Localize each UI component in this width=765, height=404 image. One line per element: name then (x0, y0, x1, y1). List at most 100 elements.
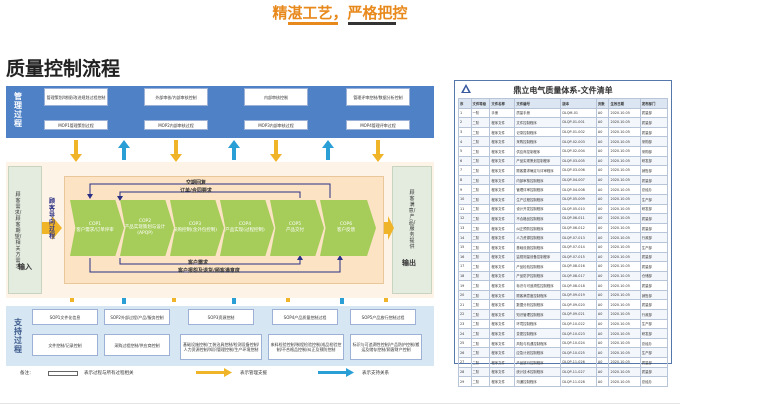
table-cell: 程序文件 (489, 174, 516, 186)
tagline-underline-orange (288, 22, 338, 25)
table-cell: DLQP-05-010 (560, 203, 597, 215)
table-cell: 程序文件 (489, 193, 516, 205)
table-cell: 采购控制程序 (514, 136, 562, 147)
legend-blue-arrow-shaft (318, 371, 346, 374)
table-cell: A0 (595, 328, 610, 339)
bottom-flow-line-2 (89, 258, 341, 273)
table-cell: 3 (458, 126, 472, 138)
table-cell: 2020.10.05 (608, 145, 641, 157)
table-cell: 7 (458, 165, 472, 176)
table-cell: 程序文件 (489, 299, 516, 311)
table-cell: A0 (595, 318, 610, 330)
table-cell: 手册 (489, 107, 516, 119)
table-cell: A0 (595, 337, 610, 349)
table-cell: 24 (458, 328, 472, 339)
table-cell: 销售部 (639, 289, 669, 301)
table-cell: 二阶 (470, 261, 491, 272)
table-cell: 程序文件 (489, 270, 516, 282)
table-cell: A0 (595, 241, 610, 253)
management-bottom-box-4: MOP4管理评审过程 (346, 120, 410, 130)
table-cell: 2020.10.05 (608, 222, 641, 234)
table-cell: 程序文件 (489, 165, 516, 176)
blue-arrow-shaft (122, 146, 126, 160)
table-cell: 变更控制程序 (514, 328, 562, 339)
table-cell: A0 (595, 347, 610, 359)
yellow-arrow-shaft (274, 140, 278, 154)
management-top-box-2: 外部审核/内部审核控制 (144, 88, 208, 106)
table-cell: 数据分析控制程序 (514, 299, 562, 311)
table-cell: 质量部 (639, 366, 669, 378)
table-cell: 采购部 (639, 136, 669, 147)
table-cell: DLQP-10-024 (560, 337, 597, 349)
legend-item-2: 表示管理支援 (240, 371, 267, 376)
table-cell: 总经办 (639, 184, 669, 195)
table-cell: 2020.10.05 (608, 376, 641, 387)
flow-label-customer-demand: 客户需求 (188, 260, 209, 266)
input-description: 顾客需求/顾客期望/相关方需求 (14, 192, 22, 270)
table-cell: 记录控制程序 (514, 126, 562, 138)
table-cell: 环境控制程序 (514, 318, 562, 330)
table-cell: 2020.10.05 (608, 299, 641, 311)
table-cell: 27 (458, 357, 472, 368)
support-bottom-box-5: 标识与可追溯性控制/产品防护控制/搬运及储存控制/顾客财产控制 (350, 334, 422, 360)
table-cell: 仓储部 (639, 270, 669, 282)
table-cell: 质量部 (639, 299, 669, 311)
table-cell: 程序文件 (489, 203, 516, 215)
flow-arrowhead (117, 196, 123, 201)
table-cell: 20 (458, 289, 472, 301)
table-cell: 不合格品控制程序 (514, 213, 562, 224)
table-cell: 总经办 (639, 376, 669, 387)
table-cell: DLQP-08-018 (560, 280, 597, 291)
table-cell: 2020.10.05 (608, 347, 641, 359)
table-cell: 产品实现策划控制程序 (514, 155, 562, 167)
table-cell: 5 (458, 145, 472, 157)
table-cell: 产品防护控制程序 (514, 270, 562, 282)
support-label: 支持过程 (14, 318, 22, 354)
table-cell: 28 (458, 366, 472, 378)
table-cell: 二阶 (470, 328, 491, 339)
table-cell: 研发部 (639, 203, 669, 215)
flow-lines (87, 183, 343, 273)
legend-item-1: 表示过程与所有过程相关 (84, 371, 134, 376)
input-panel (8, 166, 42, 294)
table-cell: A0 (595, 126, 610, 138)
table-cell: 程序文件 (489, 261, 516, 272)
table-cell: A0 (595, 155, 610, 167)
table-cell: 二阶 (470, 213, 491, 224)
management-top-box-1: 管理策划/增规/改进规划过程控制 (44, 88, 108, 106)
table-cell: A0 (595, 107, 610, 119)
table-cell: A0 (595, 232, 610, 243)
table-cell: 沟通控制程序 (514, 376, 562, 387)
yellow-arrow-head (170, 154, 182, 162)
table-cell: 8 (458, 174, 472, 186)
management-bottom-box-3: MOP3内部审核过程 (244, 120, 308, 130)
table-cell: 2020.10.05 (608, 155, 641, 167)
table-cell: 2020.10.05 (608, 184, 641, 195)
flow-label-complaints-satisfaction: 客户报怨及退货/顾客满意度 (178, 268, 240, 274)
table-cell: DLQP-01-002 (560, 126, 597, 138)
table-cell: 二阶 (470, 232, 491, 243)
table-header-cell: 生效日期 (608, 98, 641, 109)
bottom-flow-line-1 (119, 258, 301, 265)
table-cell: 二阶 (470, 174, 491, 186)
table-cell: 基础设施控制程序 (514, 241, 562, 253)
blue-arrow-shaft (326, 146, 330, 160)
flow-arrowhead (87, 194, 93, 199)
legend-box-swatch (48, 371, 78, 376)
table-cell: A0 (595, 357, 610, 368)
table-cell: DLQP-02-004 (560, 145, 597, 157)
table-cell: 质量部 (639, 222, 669, 234)
